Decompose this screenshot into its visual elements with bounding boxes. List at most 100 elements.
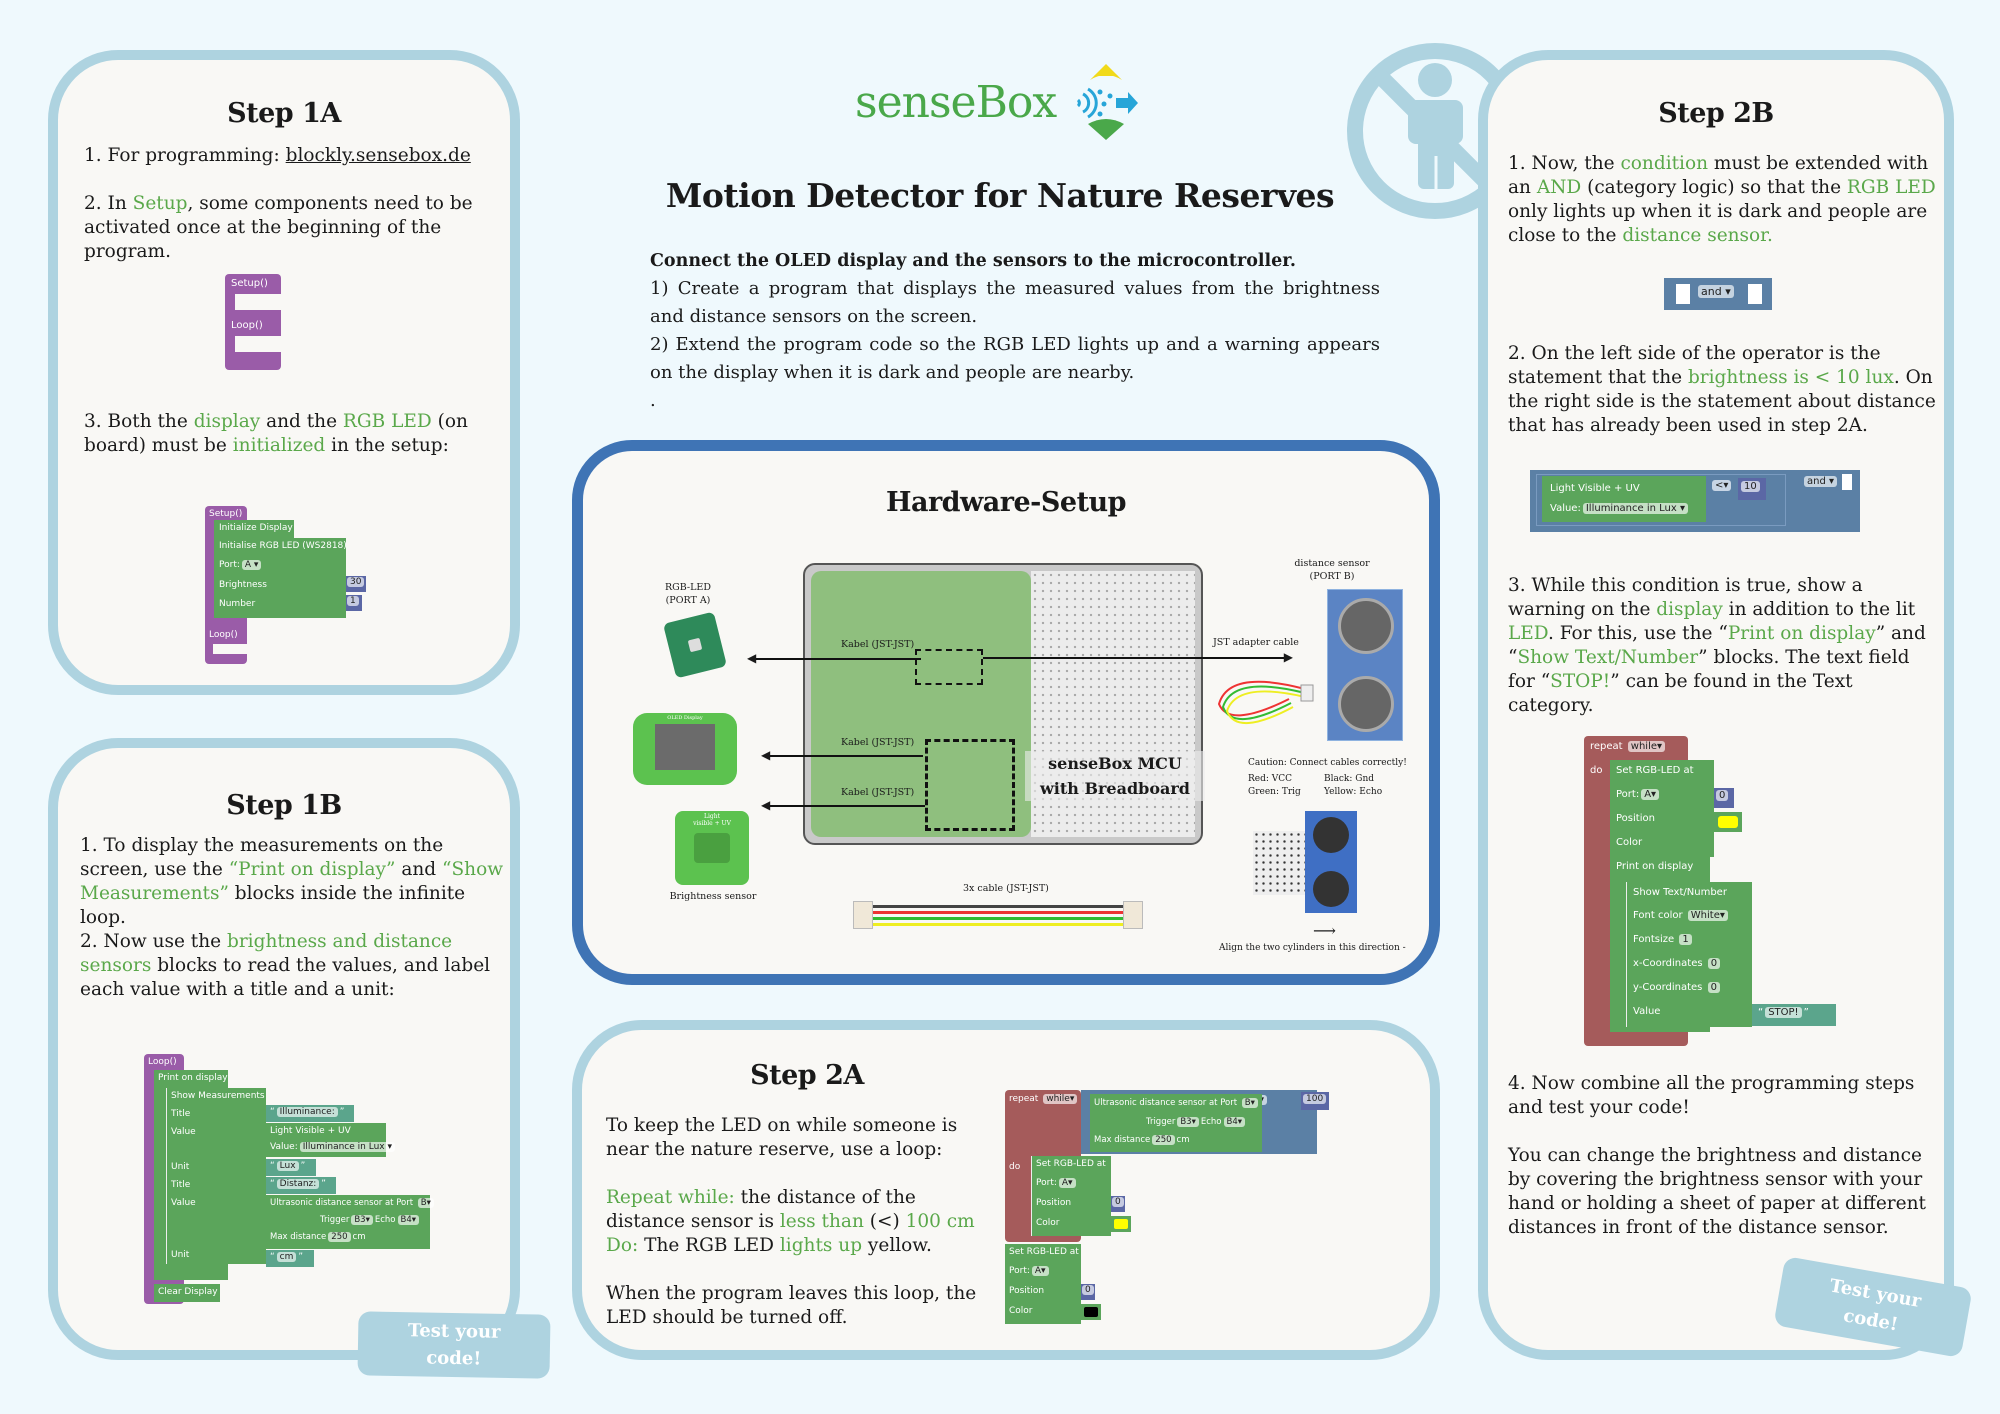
yellow-color	[1114, 1219, 1128, 1229]
step-1a-p3: 3. Both the display and the RGB LED (on …	[84, 411, 468, 456]
align-arrow-icon: ⟶	[1313, 921, 1336, 940]
lux-dropdown[interactable]: Illuminance in Lux ▾	[299, 1142, 395, 1152]
hardware-title: Hardware-Setup	[885, 487, 1127, 518]
intro-bold: Connect the OLED display and the sensors…	[650, 251, 1297, 271]
light-sensor-block: Light Visible + UV Value:Illuminance in …	[266, 1123, 395, 1157]
step-2b-p3: 3. While this condition is true, show a …	[1508, 575, 1926, 716]
loop-label: Loop()	[231, 320, 263, 331]
step-2a-card: Step 2A To keep the LED on while someone…	[572, 1020, 1440, 1360]
step-1b-p2: 2. Now use the brightness and distance s…	[80, 931, 491, 1000]
distance-sensor-module	[1327, 589, 1403, 741]
show-measurements-block: Show Measurements Title Value Unit Title…	[166, 1088, 266, 1264]
brightness-value[interactable]: 30	[346, 576, 366, 592]
step-2a-p3: Do: The RGB LED lights up yellow.	[606, 1235, 932, 1256]
cable-label-1: Kabel (JST-JST)	[841, 639, 915, 650]
cm-text-block: “cm”	[266, 1250, 314, 1267]
while-dropdown-2b[interactable]: while▾	[1627, 741, 1666, 752]
arrow-to-distance-sensor: ▶	[983, 650, 1293, 664]
rgb-led-module	[662, 611, 728, 679]
font-color-dropdown[interactable]: White▾	[1687, 910, 1728, 921]
intro-line-1: 1) Create a program that displays the me…	[650, 278, 1380, 327]
color-yellow-swatch-2b[interactable]	[1714, 812, 1742, 832]
align-text: Align the two cylinders in this directio…	[1219, 943, 1406, 953]
ten-value[interactable]: 10	[1738, 478, 1766, 500]
step-1a-p1: 1. For programming: blockly.sensebox.de	[84, 145, 471, 166]
step-2b-p2: 2. On the left side of the operator is t…	[1508, 343, 1936, 436]
step-1a-p2: 2. In Setup, some components need to be …	[84, 193, 473, 262]
wire-legend: Red: VCC Black: Gnd Green: Trig Yellow: …	[1248, 774, 1383, 797]
cable-3x	[853, 901, 1143, 929]
set-led-block-2b: Set RGB-LED at Port:A▾ Position Color	[1610, 760, 1714, 857]
and-dropdown[interactable]: and ▾	[1698, 285, 1734, 298]
arrow-to-brightness: ◀	[761, 798, 925, 812]
mini-distance-sensor	[1305, 811, 1357, 913]
threshold-value[interactable]: 100	[1301, 1092, 1329, 1110]
step-1b-p1: 1. To display the measurements on the sc…	[80, 835, 504, 928]
oled-display-module: OLED Display	[633, 713, 737, 785]
while-dropdown[interactable]: while▾	[1043, 1094, 1078, 1104]
step-2b-card: Step 2B 1. Now, the condition must be ex…	[1478, 50, 1954, 1360]
black-color	[1084, 1307, 1098, 1317]
jst-adapter-label: JST adapter cable	[1213, 637, 1299, 648]
setup-label-2: Setup()	[209, 509, 243, 519]
init-rgb-led-block: Initialise RGB LED (WS2818) Port:A ▾ Bri…	[214, 538, 347, 618]
rgb-led-label: RGB-LED(PORT A)	[665, 582, 711, 606]
lt-dropdown-2b[interactable]: <▾	[1710, 480, 1733, 491]
position-value-1[interactable]: 0	[1111, 1196, 1125, 1212]
step-1a-card: Step 1A 1. For programming: blockly.sens…	[48, 50, 520, 695]
step-1b-title: Step 1B	[226, 790, 342, 821]
step-1b-card: Step 1B 1. To display the measurements o…	[48, 738, 520, 1360]
hardware-setup-card: Hardware-Setup RGB-LED(PORT A) OLED Disp…	[572, 440, 1440, 985]
cable-label-2: Kabel (JST-JST)	[841, 737, 915, 748]
setup-loop-block: Setup() Loop()	[225, 274, 281, 370]
number-value[interactable]: 1	[346, 595, 362, 611]
stop-text-block: “STOP!”	[1752, 1004, 1836, 1026]
color-black-swatch[interactable]	[1081, 1304, 1101, 1320]
lux-dropdown-2b[interactable]: Illuminance in Lux ▾	[1582, 503, 1688, 514]
blockly-link[interactable]: blockly.sensebox.de	[285, 145, 471, 166]
show-text-block: Show Text/Number Font color White▾ Fonts…	[1626, 882, 1752, 1027]
light-sensor-block-2b: Light Visible + UV Value:Illuminance in …	[1542, 476, 1706, 522]
step-2a-p1: To keep the LED on while someone is near…	[606, 1115, 958, 1160]
caution-text: Caution: Connect cables correctly!	[1248, 758, 1407, 768]
step-2b-p4: 4. Now combine all the programming steps…	[1508, 1073, 1915, 1118]
position-value-2[interactable]: 0	[1081, 1284, 1095, 1300]
step-1a-title: Step 1A	[227, 98, 341, 129]
ultrasonic-block-2a: Ultrasonic distance sensor at Port B▾ Tr…	[1090, 1094, 1262, 1152]
step-2a-p4: When the program leaves this loop, the L…	[606, 1283, 977, 1328]
intro-line-3: .	[650, 390, 656, 411]
step-2b-p5: You can change the brightness and distan…	[1508, 1145, 1926, 1238]
distance-sensor-label: distance sensor(PORT B)	[1294, 558, 1370, 582]
page-title: Motion Detector for Nature Reserves	[665, 176, 1335, 215]
intro-text: Connect the OLED display and the sensors…	[650, 247, 1380, 415]
brand-name: senseBox	[855, 76, 1057, 128]
intro-line-2: 2) Extend the program code so the RGB LE…	[650, 334, 1380, 383]
step-2a-title: Step 2A	[750, 1060, 864, 1091]
and-block: and ▾	[1664, 278, 1772, 310]
step-2b-p1: 1. Now, the condition must be extended w…	[1508, 153, 1936, 246]
brightness-sensor-label: Brightness sensor	[669, 891, 757, 902]
color-yellow-swatch[interactable]	[1111, 1216, 1131, 1232]
arrow-to-rgb-led: ◀	[747, 651, 921, 665]
init-display-block: Initialize Display	[214, 520, 294, 538]
clear-display-block: Clear Display	[154, 1284, 220, 1302]
distanz-text-block: “Distanz:”	[266, 1177, 336, 1194]
lux-text-block: “Lux”	[266, 1159, 316, 1176]
arrow-to-oled: ◀	[761, 748, 923, 762]
step-2a-p2: Repeat while: the distance of the distan…	[606, 1187, 975, 1232]
position-value-2b[interactable]: 0	[1714, 788, 1734, 808]
set-led-yellow-block: Set RGB-LED at Port:A▾ Position Color	[1031, 1156, 1111, 1236]
illuminance-text-block: “Illuminance:”	[266, 1105, 354, 1122]
cable-3x-label: 3x cable (JST-JST)	[963, 883, 1049, 894]
setup-label: Setup()	[231, 278, 268, 289]
cable-label-3: Kabel (JST-JST)	[841, 787, 915, 798]
loop-label-2: Loop()	[209, 630, 238, 640]
set-led-off-block: Set RGB-LED at Port:A▾ Position Color	[1005, 1244, 1081, 1324]
brand-logo: senseBox	[855, 62, 1146, 142]
port-dropdown[interactable]: A ▾	[241, 560, 262, 570]
jst-adapter-cable	[1217, 680, 1314, 724]
